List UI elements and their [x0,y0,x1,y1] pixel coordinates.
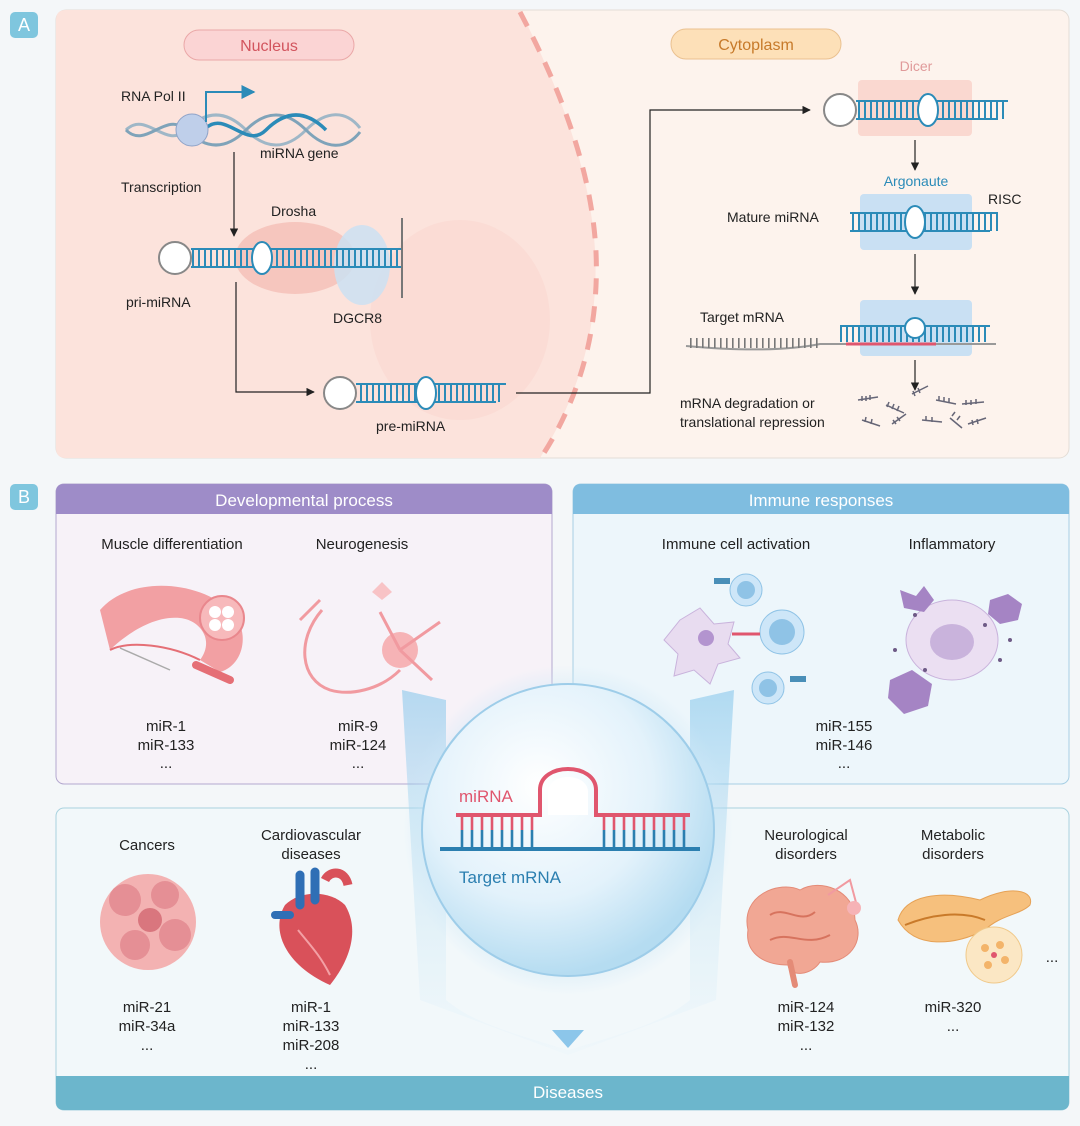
drosha-label: Drosha [271,203,316,219]
sphere-funnel-tip [552,1030,584,1048]
neuron-illustration [298,582,441,694]
pri-mirna-label: pri-miRNA [126,294,191,310]
cancers-mirna-2: ... [141,1037,154,1054]
panel-a: Nucleus Cytoplasm RNA Pol II miRNA gene … [55,9,1070,459]
rna-pol-label: RNA Pol II [121,88,186,104]
neuro-mirna-2: ... [352,755,365,772]
transcription-label: Transcription [121,179,201,195]
central-mirna-sphere: miRNA Target mRNA [402,665,734,1055]
heart-illustration [271,867,353,985]
metabolic-title-1: Metabolic [921,827,986,844]
tumor-illustration [100,874,196,970]
sphere-funnel [402,690,734,1055]
cytoplasm-pill [670,28,842,60]
mature-mirna-label: Mature miRNA [727,209,819,225]
mirna-gene-label: miRNA gene [260,145,339,161]
nuclear-envelope [517,10,599,458]
panel-b-letter: B [10,484,38,510]
developmental-header: Developmental process [215,491,393,510]
degradation-line2: translational repression [680,414,825,430]
sphere-mirna-label: miRNA [459,787,513,806]
cancers-title: Cancers [119,837,175,854]
neuro-disorders-mirna-2: ... [800,1037,813,1054]
argonaute-label: Argonaute [884,173,949,189]
cytoplasm-label: Cytoplasm [718,37,794,54]
cancers-mirna-0: miR-21 [123,999,171,1016]
cardio-mirna-2: miR-208 [283,1037,340,1054]
degraded-fragments [857,385,987,429]
dicer-hairpin [823,93,1008,127]
cancers-mirna-1: miR-34a [119,1018,176,1035]
immune-mirna-1: miR-146 [816,737,873,754]
muscle-fiber-illustration [100,585,245,684]
developmental-header-bar [56,484,552,514]
panel-a-letter: A [10,12,38,38]
metabolic-title-2: disorders [922,846,984,863]
immune-header-bar [573,484,1069,514]
diseases-more: ... [1046,949,1059,966]
mature-mirna-duplex [850,205,998,239]
inflammatory-illustration [888,586,1022,714]
pre-mirna-label: pre-miRNA [376,418,446,434]
immune-mirna-2: ... [838,755,851,772]
immune-mirna-0: miR-155 [816,718,873,735]
cardio-title-1: Cardiovascular [261,827,361,844]
pre-mirna-hairpin [323,376,506,410]
mirna-target-duplex [440,767,700,851]
diseases-footer: Diseases [533,1083,603,1102]
dicer-label: Dicer [900,58,933,74]
diseases-footer-bar [56,1076,1069,1110]
muscle-title: Muscle differentiation [101,536,242,553]
neuro-mirna-0: miR-9 [338,718,378,735]
inflammatory-title: Inflammatory [909,536,996,553]
degradation-line1: mRNA degradation or [680,395,815,411]
metabolic-mirna-0: miR-320 [925,999,982,1016]
pri-mirna-hairpin [158,218,403,298]
muscle-mirna-1: miR-133 [138,737,195,754]
sphere-target-label: Target mRNA [459,868,562,887]
diseases-box: Diseases Cancers miR-21 miR-34a ... Card… [55,807,1070,1111]
neuro-disorders-mirna-0: miR-124 [778,999,835,1016]
cardio-mirna-1: miR-133 [283,1018,340,1035]
export-arrow [516,105,811,394]
neuro-title: Neurogenesis [316,536,409,553]
cropping-arrow [235,282,315,397]
cardio-mirna-3: ... [305,1056,318,1073]
pancreas-illustration [897,890,1032,984]
cardio-title-2: diseases [281,846,340,863]
neuro-disorders-title-2: disorders [775,846,837,863]
rna-pol-ii [175,113,209,147]
neuro-disorders-mirna-1: miR-132 [778,1018,835,1035]
dgcr8-label: DGCR8 [333,310,382,326]
muscle-mirna-0: miR-1 [146,718,186,735]
brain-illustration [746,878,861,988]
nucleus-pill [183,29,355,61]
tss-arrow [205,85,256,122]
muscle-mirna-2: ... [160,755,173,772]
activation-title: Immune cell activation [662,536,810,553]
nucleus-label: Nucleus [240,38,298,55]
dna-strand [124,113,362,147]
target-mrna-strand [685,317,996,351]
nucleolus [370,220,550,420]
immune-header: Immune responses [749,491,894,510]
metabolic-mirna-1: ... [947,1018,960,1035]
sphere [421,683,715,977]
neuro-mirna-1: miR-124 [330,737,387,754]
immune-cells-illustration [663,573,806,705]
risc-label: RISC [988,191,1021,207]
cardio-mirna-0: miR-1 [291,999,331,1016]
target-mrna-label: Target mRNA [700,309,785,325]
neuro-disorders-title-1: Neurological [764,827,847,844]
